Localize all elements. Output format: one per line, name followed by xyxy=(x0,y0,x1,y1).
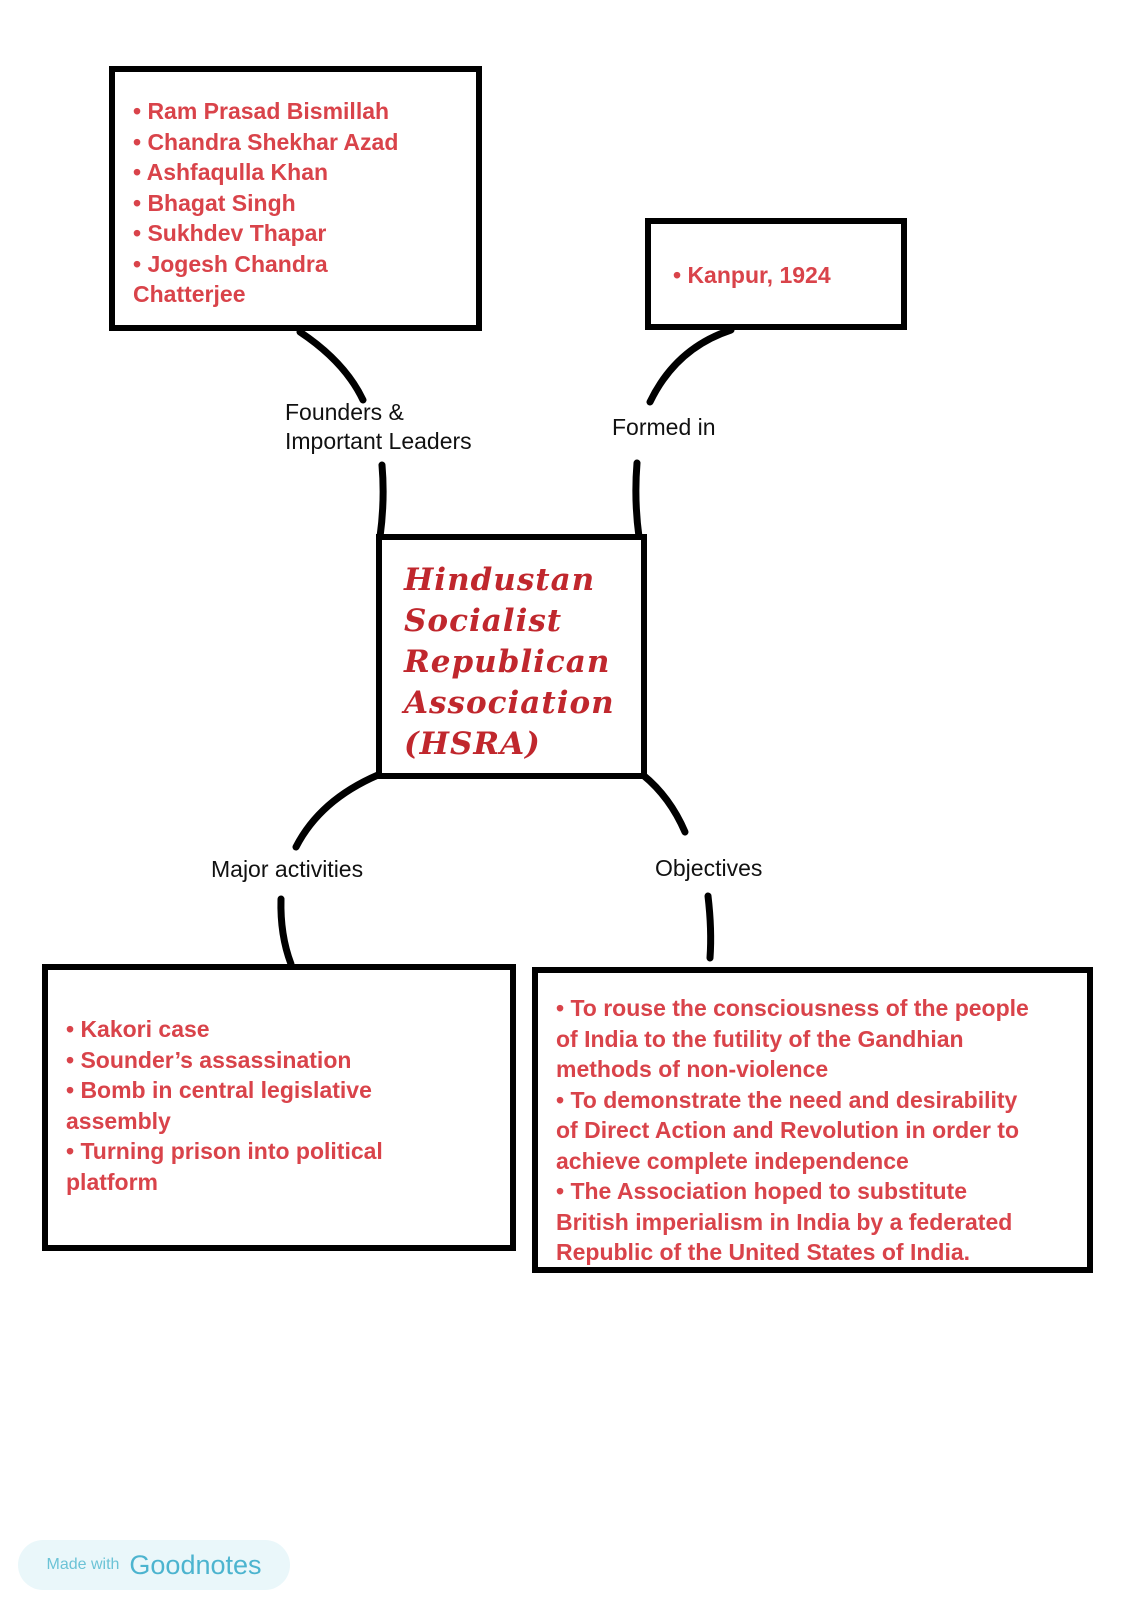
connector-founders-upper xyxy=(296,328,367,404)
center-title-line: Republican xyxy=(404,644,611,680)
list-item: • To rouse the consciousness of the peop… xyxy=(556,995,1029,1021)
founders-box: • Ram Prasad Bismillah • Chandra Shekhar… xyxy=(109,66,482,331)
objectives-box: • To rouse the consciousness of the peop… xyxy=(532,967,1093,1273)
list-item: Chatterjee xyxy=(133,281,246,307)
list-item: • Ram Prasad Bismillah xyxy=(133,98,390,124)
formed-list: • Kanpur, 1924 xyxy=(673,260,901,291)
badge-brand: Goodnotes xyxy=(129,1549,262,1580)
list-item: Republic of the United States of India. xyxy=(556,1239,971,1265)
founders-list: • Ram Prasad Bismillah • Chandra Shekhar… xyxy=(133,96,476,310)
center-title-line: Hindustan xyxy=(404,562,596,598)
center-title-line: Association xyxy=(404,685,615,721)
objectives-list: • To rouse the consciousness of the peop… xyxy=(556,993,1087,1268)
activities-label: Major activities xyxy=(211,856,364,882)
connector-founders-lower xyxy=(376,461,387,541)
list-item: assembly xyxy=(66,1107,171,1134)
formed-label: Formed in xyxy=(612,414,716,440)
list-item: • Chandra Shekhar Azad xyxy=(133,128,399,155)
formed-box: • Kanpur, 1924 xyxy=(645,218,907,330)
activities-list: • Kakori case • Sounder’s assassination … xyxy=(66,1014,510,1197)
center-topic-box: Hindustan Socialist Republican Associati… xyxy=(376,534,647,779)
connector-activities-lower xyxy=(277,895,295,968)
list-item: • The Association hoped to substitute xyxy=(556,1178,967,1204)
list-item: • Bomb in central legislative xyxy=(66,1077,372,1103)
list-item: • Sukhdev Thapar xyxy=(133,220,327,246)
list-item: • Bhagat Singh xyxy=(133,189,296,216)
list-item: • Kanpur, 1924 xyxy=(673,262,831,288)
connector-objectives-upper xyxy=(639,771,689,836)
list-item: • Ashfaqulla Khan xyxy=(133,159,329,185)
list-item: of Direct Action and Revolution in order… xyxy=(556,1117,1019,1143)
badge-made-with: Made with xyxy=(46,1556,120,1573)
founders-label-line: Founders & xyxy=(285,399,404,425)
founders-label-line: Important Leaders xyxy=(285,428,472,454)
list-item: • Kakori case xyxy=(66,1016,210,1042)
list-item: platform xyxy=(66,1168,158,1195)
connector-formed-upper xyxy=(646,326,735,406)
list-item: • Sounder’s assassination xyxy=(66,1046,352,1073)
goodnotes-badge[interactable]: Made with Goodnotes xyxy=(18,1540,290,1590)
list-item: • Turning prison into political xyxy=(66,1138,383,1164)
founders-label: Founders & Important Leaders xyxy=(285,398,472,456)
list-item: British imperialism in India by a federa… xyxy=(556,1208,1013,1235)
connector-activities-upper xyxy=(292,771,382,851)
activities-box: • Kakori case • Sounder’s assassination … xyxy=(42,964,516,1251)
center-title-line: (HSRA) xyxy=(404,726,541,762)
connector-formed-lower xyxy=(632,459,643,541)
connector-objectives-lower xyxy=(704,892,715,962)
list-item: achieve complete independence xyxy=(556,1147,909,1174)
objectives-label: Objectives xyxy=(655,855,763,881)
list-item: methods of non-violence xyxy=(556,1056,829,1082)
list-item: • Jogesh Chandra xyxy=(133,250,328,277)
list-item: of India to the futility of the Gandhian xyxy=(556,1025,964,1052)
center-title-line: Socialist xyxy=(404,603,563,639)
list-item: • To demonstrate the need and desirabili… xyxy=(556,1086,1018,1113)
center-topic-title: Hindustan Socialist Republican Associati… xyxy=(404,560,641,765)
